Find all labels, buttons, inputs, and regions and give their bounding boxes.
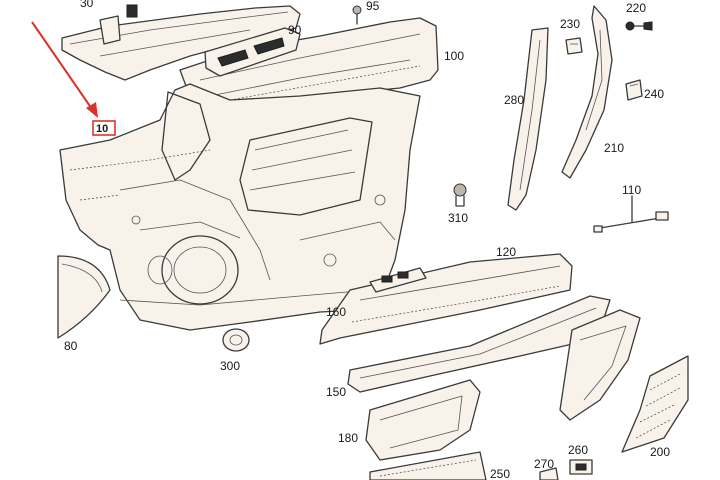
label-110: 110 (622, 183, 641, 197)
pointer-arrow (31, 21, 98, 118)
right-panel-assembly (559, 309, 641, 421)
label-220: 220 (626, 1, 646, 15)
label-230: 230 (560, 17, 580, 31)
clip-260 (569, 459, 593, 475)
label-150: 150 (326, 385, 346, 399)
door-pocket-180 (365, 379, 481, 461)
highlight-label-box (92, 120, 116, 136)
label-260: 260 (568, 443, 588, 457)
cable-110 (593, 195, 669, 233)
screw-icon (352, 5, 362, 15)
pillar-strip (507, 27, 549, 211)
label-90: 90 (288, 23, 302, 37)
label-300: 300 (220, 359, 240, 373)
label-80: 80 (64, 339, 78, 353)
label-210: 210 (604, 141, 624, 155)
label-120: 120 (496, 245, 516, 259)
cover-80 (57, 255, 111, 339)
clip-310 (453, 183, 467, 207)
label-95: 95 (366, 0, 380, 13)
label-180: 180 (338, 431, 358, 445)
label-10: 10 (96, 123, 108, 135)
clip-240 (625, 79, 643, 101)
clip-icon (126, 4, 138, 18)
bottom-panel-250 (369, 451, 487, 480)
grille-200 (621, 355, 689, 453)
clip-270 (539, 467, 559, 480)
door-inner-panel (59, 83, 421, 331)
armrest-120 (319, 253, 573, 345)
label-30: 30 (80, 0, 94, 10)
part-labels: 30 95 90 230 220 100 240 280 10 210 110 … (64, 0, 670, 480)
label-310: 310 (448, 211, 468, 225)
plug-300 (222, 328, 250, 352)
label-280: 280 (504, 93, 524, 107)
label-200: 200 (650, 445, 670, 459)
label-270: 270 (534, 457, 554, 471)
clip-230 (565, 37, 583, 55)
fastener-220 (625, 21, 653, 31)
label-240: 240 (644, 87, 664, 101)
label-250: 250 (490, 467, 510, 480)
label-160: 160 (326, 305, 346, 319)
curved-trim (561, 5, 613, 179)
label-100: 100 (444, 49, 464, 63)
door-frame-upper (179, 5, 439, 121)
upper-trim-strip (61, 4, 301, 81)
